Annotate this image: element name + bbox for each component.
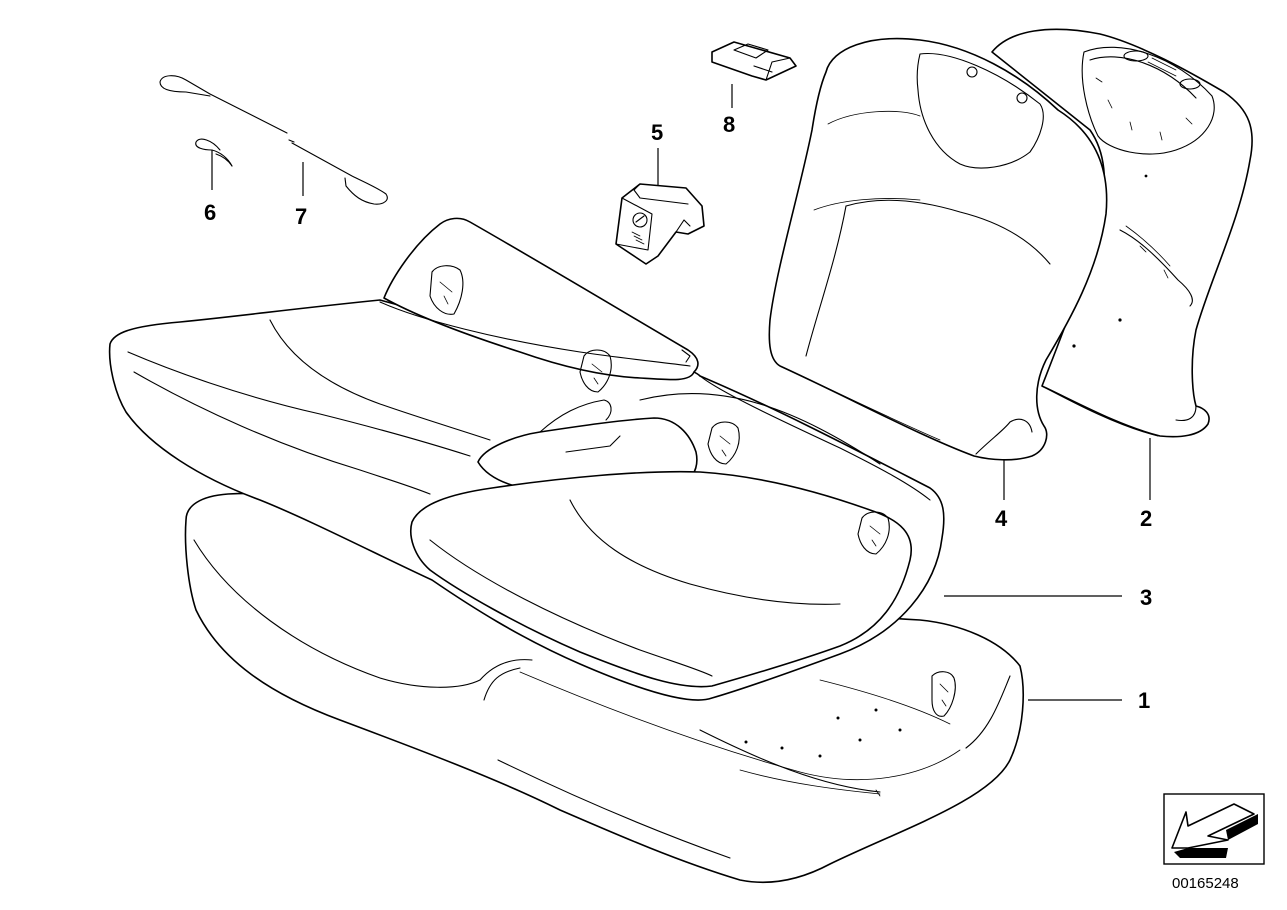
part-6-hook: [195, 138, 233, 167]
callout-6: 6: [204, 200, 216, 225]
callout-5: 5: [651, 120, 663, 145]
callout-7: 7: [295, 204, 307, 229]
part-1-seat-base: [184, 492, 1024, 884]
callout-8: 8: [723, 112, 735, 137]
callout-1: 1: [1138, 688, 1150, 713]
direction-arrow-icon: [1163, 793, 1265, 865]
part-4-backrest-cover: [768, 37, 1108, 461]
callouts: 1 2 3 4 5 6 7 8: [204, 112, 1152, 713]
part-3-seat-cushion: [108, 217, 945, 701]
leader-lines: [211, 84, 1151, 701]
part-5-clip: [615, 183, 705, 265]
part-8-cover: [711, 41, 797, 81]
callout-4: 4: [995, 506, 1008, 531]
diagram-id: 00165248: [1172, 875, 1239, 892]
callout-2: 2: [1140, 506, 1152, 531]
part-7-wire: [159, 75, 388, 205]
callout-3: 3: [1140, 585, 1152, 610]
